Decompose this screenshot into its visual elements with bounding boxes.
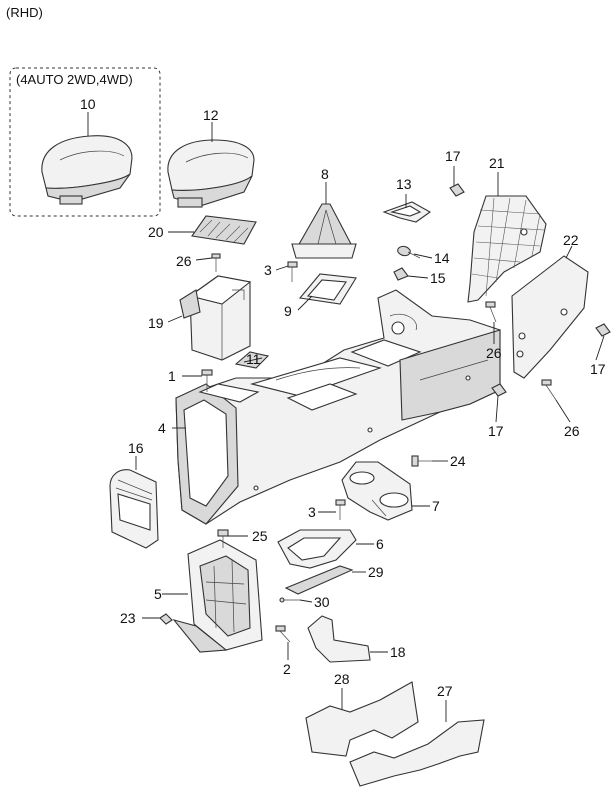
- part-1-bolt: [201, 369, 213, 392]
- callout-16: 16: [128, 440, 144, 456]
- callout-14: 14: [434, 250, 450, 266]
- part-14-clip: [397, 245, 421, 259]
- callout-10: 10: [80, 96, 96, 112]
- callout-2: 2: [283, 661, 291, 677]
- callout-20: 20: [148, 224, 164, 240]
- part-22-side-cover: [511, 255, 589, 379]
- part-5-bracket: [172, 539, 263, 653]
- callout-29: 29: [368, 564, 384, 580]
- option-group-box: [9, 67, 161, 217]
- callout-17-b: 17: [590, 361, 606, 377]
- part-17-clip-c: [491, 383, 507, 397]
- part-3-screw-a: [287, 261, 298, 282]
- part-21-side-cover: [467, 195, 547, 303]
- part-7-cup-holder: [341, 461, 413, 521]
- part-25-bolt: [217, 529, 229, 548]
- part-26-screw-b: [485, 301, 497, 323]
- part-27-mat: [349, 719, 485, 787]
- callout-19: 19: [148, 315, 164, 331]
- callout-26-c: 26: [564, 423, 580, 439]
- callout-12: 12: [203, 107, 219, 123]
- part-23-nut: [159, 613, 173, 625]
- region-header: (RHD): [6, 5, 43, 20]
- callout-21: 21: [489, 155, 505, 171]
- callout-11: 11: [246, 351, 261, 367]
- part-8-shift-boot: [291, 203, 357, 259]
- part-30-pin: [279, 597, 300, 603]
- part-28-mat: [305, 681, 419, 757]
- part-18-bracket: [307, 615, 371, 663]
- part-4-console-body: [175, 289, 501, 525]
- part-20-pad: [191, 215, 257, 245]
- part-29-strip: [284, 565, 354, 595]
- part-16-rear-panel: [109, 469, 159, 549]
- part-2-screw: [275, 625, 291, 643]
- callout-3-a: 3: [264, 262, 272, 278]
- callout-25: 25: [252, 528, 268, 544]
- callout-26-a: 26: [176, 253, 192, 269]
- part-19-storage-box: [179, 275, 252, 361]
- callout-30: 30: [314, 594, 330, 610]
- callout-5: 5: [154, 586, 162, 602]
- callout-15: 15: [430, 270, 446, 286]
- part-26-screw-c: [541, 379, 557, 401]
- callout-17-c: 17: [488, 423, 504, 439]
- callout-9: 9: [284, 303, 292, 319]
- callout-3-b: 3: [308, 504, 316, 520]
- callout-23: 23: [120, 610, 136, 626]
- callout-17-a: 17: [445, 148, 461, 164]
- part-3-screw-b: [335, 499, 346, 520]
- callout-1: 1: [168, 368, 176, 384]
- callout-8: 8: [321, 166, 329, 182]
- part-15-clip: [393, 267, 409, 281]
- callout-labels: 10 12 20 26 3 8 13 17 21 22 14 15 9 19 2…: [80, 96, 606, 699]
- part-24-screw: [411, 455, 432, 467]
- part-26-screw-a: [211, 253, 221, 272]
- callout-18: 18: [390, 644, 406, 660]
- callout-22: 22: [563, 232, 579, 248]
- part-9-shift-bezel: [298, 273, 357, 305]
- callout-7: 7: [432, 498, 440, 514]
- leader-lines: [87, 112, 605, 722]
- part-10-armrest-lid: [41, 135, 133, 205]
- callout-26-b: 26: [486, 345, 502, 361]
- part-6-tray: [277, 529, 357, 569]
- callout-4: 4: [158, 420, 166, 436]
- callout-28: 28: [334, 671, 350, 687]
- part-17-clip-a: [449, 183, 465, 197]
- callout-13: 13: [396, 176, 412, 192]
- callout-27: 27: [437, 683, 453, 699]
- part-13-trim-ring: [382, 201, 432, 223]
- callout-6: 6: [376, 536, 384, 552]
- part-17-clip-b: [595, 323, 611, 337]
- callout-24: 24: [450, 453, 466, 469]
- part-12-armrest-lid: [167, 139, 255, 208]
- option-group-label: (4AUTO 2WD,4WD): [16, 72, 133, 87]
